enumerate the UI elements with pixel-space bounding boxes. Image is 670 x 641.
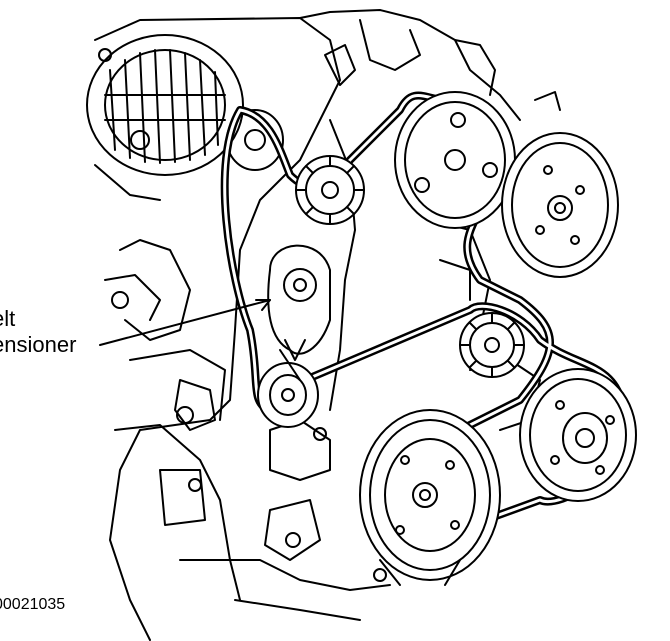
water-pump-pulley (501, 91, 619, 278)
crankshaft-pulley (359, 409, 501, 586)
belt-tensioner (257, 244, 331, 428)
power-steering-pump-pulley (394, 91, 516, 229)
idler-pulley-lower (459, 312, 525, 378)
callout-label-line1: elt (0, 306, 16, 331)
callout-leader (99, 299, 271, 346)
figure-id: 00021035 (0, 596, 66, 613)
ac-compressor-pulley (519, 368, 637, 502)
callout-label-line2: ensioner (0, 332, 77, 357)
alternator (86, 34, 284, 201)
idler-pulley-upper (295, 155, 365, 225)
